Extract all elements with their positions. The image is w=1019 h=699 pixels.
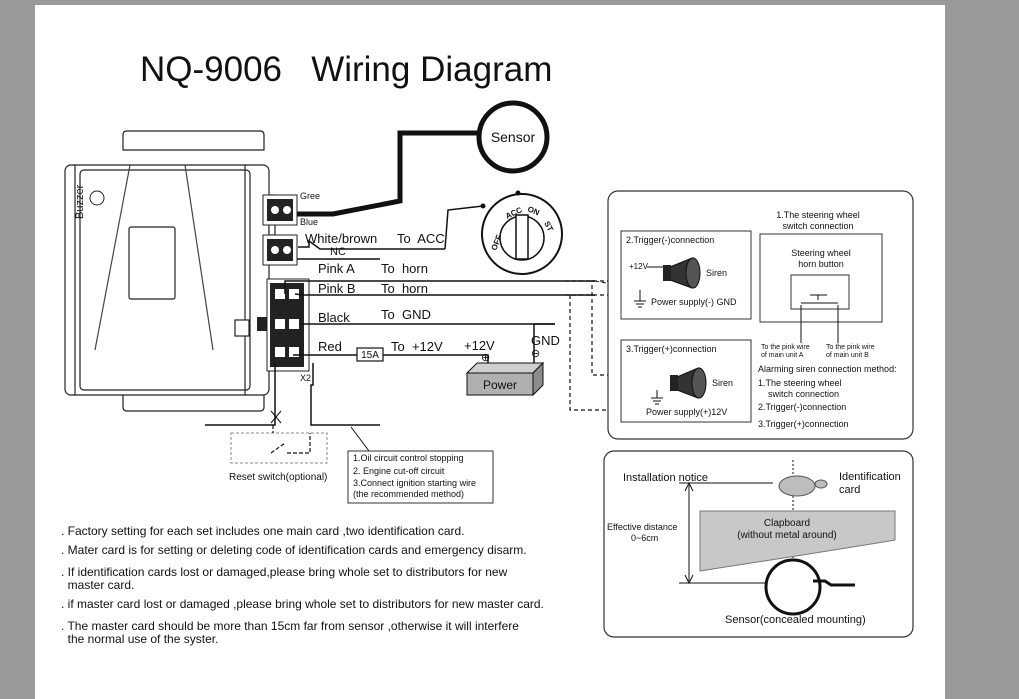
steering-button-1: Steering wheel <box>791 248 851 258</box>
fuse-label: 15A <box>361 350 379 361</box>
battery-minus-symbol: ⊖ <box>531 348 540 360</box>
reset-switch-label: Reset switch(optional) <box>229 472 327 483</box>
battery-label: Power <box>483 378 517 392</box>
wire-red-to: To +12V <box>391 339 443 354</box>
buzzer-label: Buzzer <box>74 184 86 219</box>
method-3: 3.Trigger(+)connection <box>758 419 848 429</box>
methods-title: Alarming siren connection method: <box>758 364 897 374</box>
method-1b: switch connection <box>768 389 839 399</box>
wire-black-label: Black <box>318 310 350 325</box>
trigger-plus-title: 3.Trigger(+)connection <box>626 344 716 354</box>
wire-pink-b-to: To horn <box>381 281 428 296</box>
wire-red-label: Red <box>318 339 342 354</box>
buzzer-icon <box>89 190 105 206</box>
pink-a-note-1: To the pink wire <box>761 344 810 351</box>
cut-wire-icon <box>270 410 282 424</box>
ignition-wire-label: White/brown <box>305 231 377 246</box>
wire-nc-label: NC <box>330 246 346 258</box>
cutoff-note-4: (the recommended method) <box>353 489 464 499</box>
note-3: . If identification cards lost or damage… <box>61 565 508 579</box>
ignition-to-label: To ACC <box>397 231 445 246</box>
main-unit <box>64 130 276 412</box>
sensor-wire-green: Gree <box>300 191 320 201</box>
pink-b-note-1: To the pink wire <box>826 344 875 351</box>
clapboard-icon <box>699 510 896 572</box>
note-4: . if master card lost or damaged ,please… <box>61 597 544 611</box>
siren-icon <box>663 257 701 289</box>
diagram-title: NQ-9006 Wiring Diagram <box>140 50 552 89</box>
distance-label-2: 0~6cm <box>631 533 658 543</box>
ignition-connector <box>262 234 298 266</box>
id-card-icon <box>778 475 816 497</box>
sensor-wire-blue: Blue <box>300 217 318 227</box>
note-1: . Factory setting for each set includes … <box>61 524 465 538</box>
id-card-label-2: card <box>839 484 860 496</box>
steering-button-2: horn button <box>798 259 844 269</box>
horn-button-icon <box>790 274 850 310</box>
clapboard-label-1: Clapboard <box>764 518 810 529</box>
cutoff-notes-box <box>347 450 494 504</box>
battery-gnd-label: GND <box>531 333 560 348</box>
trigger-plus-supply: Power supply(+)12V <box>646 407 727 417</box>
wire-black-to: To GND <box>381 307 431 322</box>
cutoff-note-1: 1.Oil circuit control stopping <box>353 453 464 463</box>
sensor-label: Sensor <box>491 129 536 145</box>
trigger-minus-12v: +12V <box>629 262 649 271</box>
id-card-label-1: Identification <box>839 471 901 483</box>
cutoff-note-2: 2. Engine cut-off circuit <box>353 466 445 476</box>
sensor-mount-icon <box>764 558 822 616</box>
install-sensor-label: Sensor(concealed mounting) <box>725 614 866 626</box>
wiring-diagram: NQ-9006 Wiring Diagram Buzzer Sens <box>61 50 914 646</box>
note-5b: the normal use of the syster. <box>61 632 218 646</box>
clapboard-label-2: (without metal around) <box>737 530 837 541</box>
trigger-minus-supply: Power supply(-) GND <box>651 297 737 307</box>
ignition-pos-st: ST <box>542 220 555 233</box>
battery-icon <box>465 361 545 397</box>
note-5: . The master card should be more than 15… <box>61 619 519 633</box>
trigger-minus-siren: Siren <box>706 268 727 278</box>
distance-label-1: Effective distance <box>607 522 677 532</box>
sensor-connector <box>262 194 298 226</box>
install-notice: Installation notice <box>623 472 708 484</box>
diagram-page: NQ-9006 Wiring Diagram Buzzer Sens <box>35 5 945 699</box>
pink-b-note-2: of main unit B <box>826 352 869 359</box>
steering-title-2: switch connection <box>782 221 853 231</box>
sensor-icon <box>476 100 550 174</box>
battery-plus-label: +12V <box>464 338 495 353</box>
siren-icon <box>670 367 707 399</box>
pink-a-note-2: of main unit A <box>761 352 804 359</box>
wire-pink-a-to: To horn <box>381 261 428 276</box>
steering-title-1: 1.The steering wheel <box>776 210 860 220</box>
wire-pink-b-label: Pink B <box>318 281 356 296</box>
method-1: 1.The steering wheel <box>758 378 842 388</box>
note-2: . Mater card is for setting or deleting … <box>61 543 527 557</box>
trigger-plus-siren: Siren <box>712 378 733 388</box>
ignition-pos-on: ON <box>526 205 541 218</box>
sensor-cable <box>297 130 480 217</box>
cutoff-note-3: 3.Connect ignition starting wire <box>353 478 476 488</box>
battery-plus-symbol: ⊕ <box>481 352 490 364</box>
wire-pink-a-label: Pink A <box>318 261 355 276</box>
x2-label: X2 <box>300 373 311 383</box>
method-2: 2.Trigger(-)connection <box>758 402 846 412</box>
note-3b: master card. <box>61 578 134 592</box>
trigger-minus-title: 2.Trigger(-)connection <box>626 235 714 245</box>
